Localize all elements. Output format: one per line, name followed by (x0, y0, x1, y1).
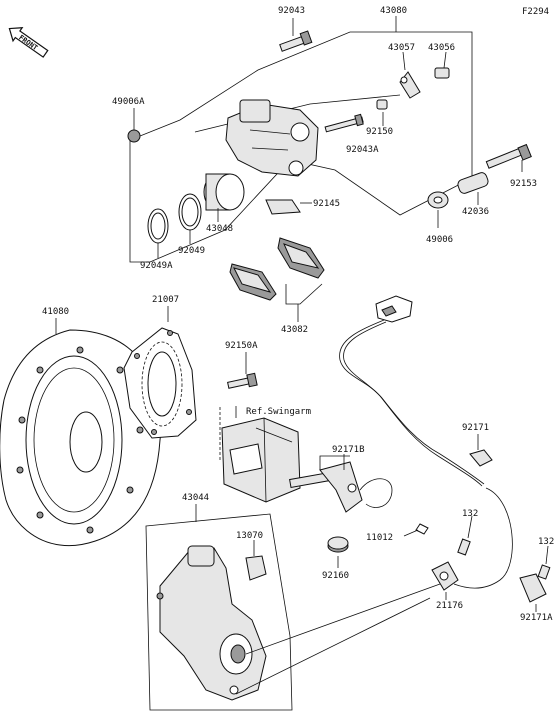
part-label-92153: 92153 (510, 179, 537, 189)
sensor-connector (375, 295, 413, 323)
brake-pad-outer (277, 237, 325, 279)
figure-code: F2294 (522, 7, 549, 17)
sensor-bracket-92171B (289, 461, 363, 513)
sensor-wire-loop (359, 478, 393, 508)
part-label-43044: 43044 (182, 493, 209, 503)
pin-92043A (324, 113, 364, 133)
part-label-49006A: 49006A (112, 97, 145, 107)
sensor-lead-wire (453, 487, 513, 589)
wheel-speed-sensor-21176 (431, 561, 459, 591)
part-label-92171A: 92171A (520, 613, 553, 623)
part-label-92150: 92150 (366, 127, 393, 137)
part-label-92150A: 92150A (225, 341, 258, 351)
brake-pad-inner (229, 263, 277, 301)
part-label-132-a: 132 (462, 509, 478, 519)
caliper-bracket-frame (145, 513, 293, 711)
part-label-43082: 43082 (281, 325, 308, 335)
sensor-harness-wire (339, 319, 483, 487)
part-label-41080: 41080 (42, 307, 69, 317)
clip-92171 (469, 449, 493, 467)
pad-spring-92145 (265, 199, 301, 215)
bolt-92150A (227, 372, 258, 389)
part-label-43057: 43057 (388, 43, 415, 53)
part-label-43048: 43048 (206, 224, 233, 234)
bleeder-bracket-43057 (399, 71, 421, 99)
part-label-92043A: 92043A (346, 145, 379, 155)
part-label-43080: 43080 (380, 6, 407, 16)
clamp-92171A (519, 573, 547, 603)
front-arrow-icon: FRONT (8, 27, 49, 58)
sensor-rotor-21007 (123, 327, 197, 439)
part-label-92049: 92049 (178, 246, 205, 256)
part-label-92049A: 92049A (140, 261, 173, 271)
caliper-body (225, 99, 319, 177)
boot-49006A (127, 129, 141, 143)
caliper-bracket-43044 (156, 545, 267, 701)
part-label-42036: 42036 (462, 207, 489, 217)
bolt-132-b (537, 564, 551, 580)
part-label-43056: 43056 (428, 43, 455, 53)
part-label-92043: 92043 (278, 6, 305, 16)
part-label-92160: 92160 (322, 571, 349, 581)
cap-92150 (376, 99, 388, 110)
part-label-13070: 13070 (236, 531, 263, 541)
part-label-21007: 21007 (152, 295, 179, 305)
part-label-92171: 92171 (462, 423, 489, 433)
bleeder-valve-43056 (434, 67, 450, 79)
part-label-92145: 92145 (313, 199, 340, 209)
part-label-92171B: 92171B (332, 445, 365, 455)
ref-swingarm-label: Ref.Swingarm (246, 407, 311, 417)
bolt-92043 (279, 30, 313, 52)
bolt-92153 (485, 143, 532, 169)
boot-49006 (427, 191, 449, 209)
part-label-49006: 49006 (426, 235, 453, 245)
bolt-132-a (457, 538, 471, 556)
clamp-11012 (415, 523, 429, 535)
sleeve-42036 (457, 172, 489, 194)
piston-43048 (203, 173, 245, 211)
part-label-11012: 11012 (366, 533, 393, 543)
pad-spring-13070 (245, 555, 267, 581)
swingarm-block (221, 417, 301, 503)
brake-disc-41080 (0, 329, 162, 547)
part-label-132-b: 132 (538, 537, 554, 547)
grommet-92160 (327, 536, 349, 553)
part-label-21176: 21176 (436, 601, 463, 611)
